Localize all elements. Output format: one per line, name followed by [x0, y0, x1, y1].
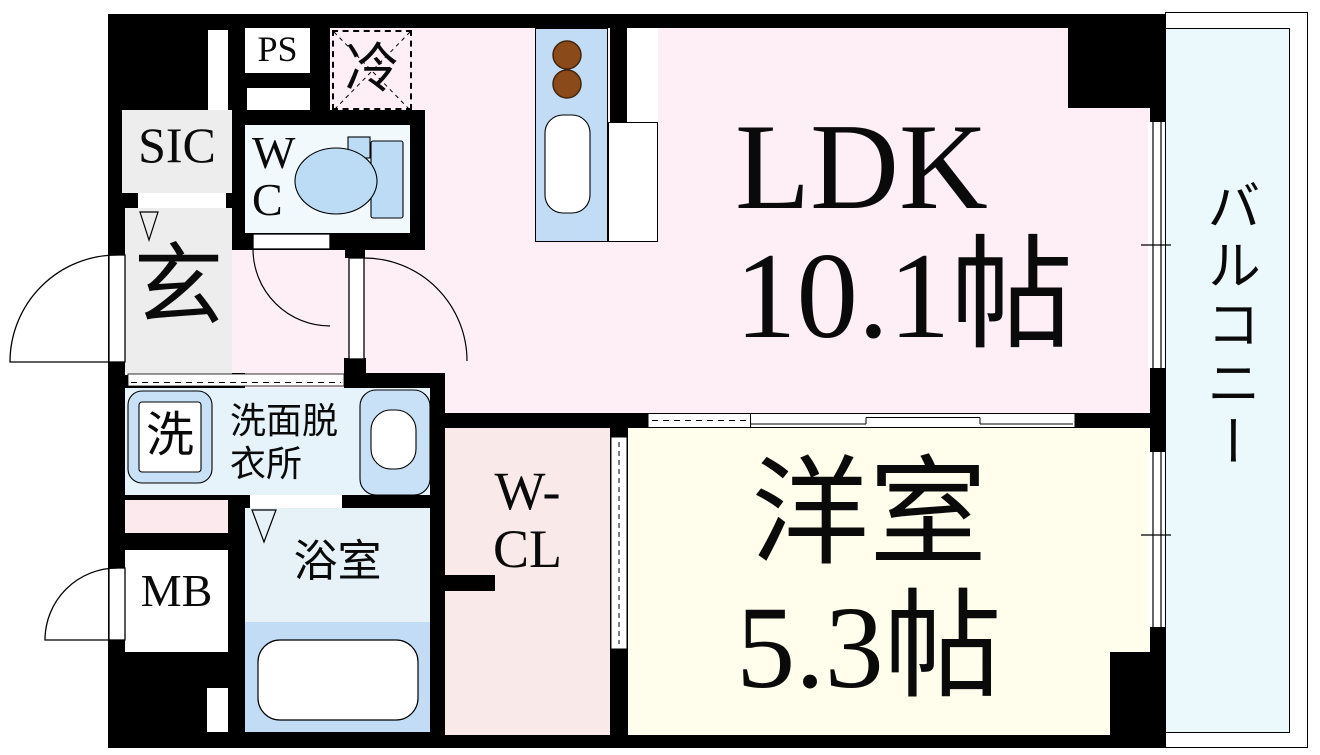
bathtub-zone	[245, 622, 430, 732]
label-laundry: 洗	[145, 409, 194, 462]
hallway	[232, 250, 445, 373]
room-western	[628, 428, 1150, 735]
western-size: 5.3帖	[736, 582, 1002, 714]
wall-corner-block	[1068, 28, 1150, 108]
wall-notch	[207, 688, 228, 732]
label-washroom: 洗面脱 衣所	[230, 401, 339, 485]
wall-door-stub-top	[345, 240, 365, 258]
wcl-wall-stub	[445, 575, 495, 591]
front-door-arc	[9, 254, 118, 363]
label-refrigerator: 冷	[345, 39, 399, 99]
kitchen-wall-stub	[610, 28, 627, 122]
label-wcl: W- CL	[492, 461, 562, 580]
sic-opening	[138, 193, 226, 208]
label-western: 洋室 5.3帖	[628, 448, 1110, 715]
label-toilet: W C	[252, 127, 296, 225]
label-meter-box: MB	[140, 565, 213, 616]
meter-box-door-arc	[44, 567, 118, 641]
room-meter-box	[125, 550, 228, 652]
kitchen-counter-side	[627, 28, 658, 122]
kitchen-counter	[535, 28, 608, 242]
sic-notch	[208, 30, 228, 110]
meter-box-strip	[125, 500, 228, 533]
ps-niche	[247, 88, 310, 110]
label-ps: PS	[257, 29, 298, 69]
label-bathroom: 浴室	[293, 537, 382, 586]
bathroom-doorway	[250, 495, 342, 508]
room-balcony	[1165, 28, 1290, 733]
kitchen-counter-lower	[608, 122, 658, 242]
label-entrance: 玄	[133, 238, 224, 337]
label-sic: SIC	[138, 117, 216, 173]
western-name: 洋室	[750, 449, 987, 580]
room-ps	[245, 28, 310, 73]
room-sic	[122, 110, 232, 193]
label-ldk: LDK 10.1帖	[735, 102, 1073, 360]
ldk-name: LDK	[735, 98, 988, 235]
label-balcony: バルコニー	[1198, 178, 1259, 473]
western-wall-step	[1110, 652, 1150, 735]
wall-door-stub-bot	[344, 358, 366, 374]
ldk-size: 10.1帖	[735, 227, 1074, 365]
